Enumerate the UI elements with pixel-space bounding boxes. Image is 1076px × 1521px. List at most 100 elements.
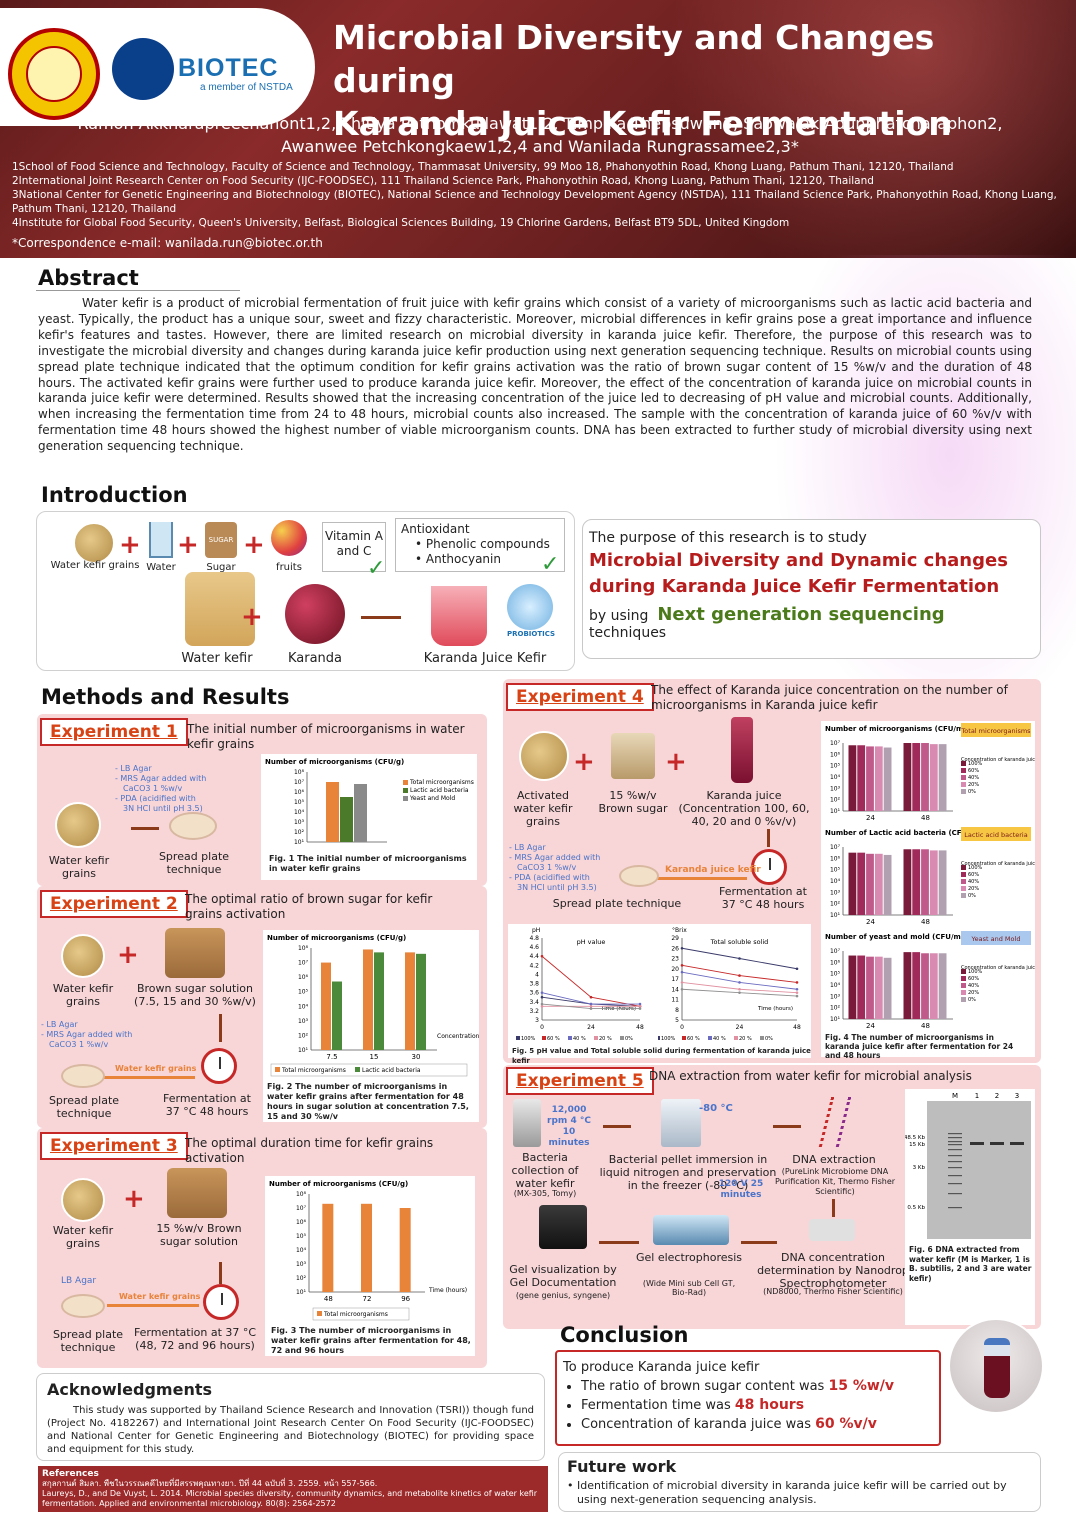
bar xyxy=(322,1203,334,1292)
data-point xyxy=(638,1007,642,1010)
legend-label: 40% xyxy=(968,879,979,885)
reference-1: สกุลกานต์ สิมลา. พืชในวรรณคดีไทยที่มีสรร… xyxy=(42,1479,378,1488)
dna-band xyxy=(970,1142,984,1145)
bar xyxy=(938,850,947,915)
y-tick-label: 10⁷ xyxy=(830,844,841,851)
y-tick-label: 10³ xyxy=(296,1261,307,1268)
y-tick-label: 20 xyxy=(671,966,679,973)
legend-label: Total microorganisms xyxy=(281,1067,346,1074)
arrow-icon xyxy=(741,1241,777,1244)
arrow-icon xyxy=(599,1241,639,1244)
y-tick-label: 10² xyxy=(830,1005,841,1012)
affiliation-2: 2International Joint Research Center on … xyxy=(12,175,874,187)
juice-glass-image xyxy=(431,586,487,646)
legend-label: 20% xyxy=(968,990,979,996)
ingredient-fruits: fruits xyxy=(276,562,302,573)
legend-label: 0% xyxy=(968,789,976,795)
bar xyxy=(938,953,947,1019)
bar xyxy=(912,849,921,915)
x-tick-label: 0 xyxy=(540,1024,544,1031)
header-sheen xyxy=(556,0,1076,258)
y-tick-label: 10⁷ xyxy=(830,740,841,747)
y-tick-label: 10² xyxy=(830,901,841,908)
y-tick-label: 10⁷ xyxy=(296,1205,307,1212)
y-tick-label: 10⁵ xyxy=(294,799,305,806)
marker-band xyxy=(948,1141,962,1143)
affiliation-4: 4Institute for Global Food Security, Que… xyxy=(12,217,790,229)
affiliations: 1School of Food Science and Technology, … xyxy=(12,160,1068,230)
dna-helix-decoration xyxy=(760,255,1076,755)
check-icon: ✓ xyxy=(367,556,386,581)
chart-badge-bg xyxy=(961,723,1031,737)
x-tick-label: 48 xyxy=(921,814,930,822)
x-tick-label: 24 xyxy=(866,814,875,822)
bar xyxy=(848,852,857,915)
experiment-3-spread-label: Spread plate technique xyxy=(52,1328,124,1354)
arrow-icon xyxy=(767,829,770,847)
legend-label: Lactic acid bacteria xyxy=(410,787,469,794)
experiment-4-sugar-label: 15 %w/v Brown sugar xyxy=(598,789,668,815)
legend-swatch xyxy=(516,1036,520,1040)
step-bacteria-collection: Bacteria collection of water kefir xyxy=(511,1151,579,1190)
chart-title: Number of microorganisms (CFU/g) xyxy=(269,1180,408,1188)
data-point xyxy=(795,987,799,991)
plus-icon: + xyxy=(243,530,265,560)
experiment-4-panel: Experiment 4 The effect of Karanda juice… xyxy=(503,679,1041,1065)
y-tick-label: 10⁴ xyxy=(830,982,841,989)
data-point xyxy=(795,981,799,984)
legend-label: 60% xyxy=(968,976,979,982)
legend-swatch xyxy=(403,796,408,801)
conclusion-item: The ratio of brown sugar content was 15 … xyxy=(581,1378,933,1394)
legend-swatch xyxy=(961,789,966,794)
chart-badge-bg xyxy=(961,827,1031,841)
legend-label: 40% xyxy=(968,983,979,989)
y-tick-label: 10² xyxy=(298,1032,309,1039)
y-tick-label: 4 xyxy=(535,971,539,978)
dna-band xyxy=(990,1142,1004,1145)
legend-label: 60% xyxy=(968,872,979,878)
brown-sugar-image xyxy=(167,1168,227,1218)
y-tick-label: 23 xyxy=(671,956,679,963)
biotec-logo-icon xyxy=(112,38,174,100)
x-tick-label: 48 xyxy=(921,918,930,926)
conclusion-item: Concentration of karanda juice was 60 %v… xyxy=(581,1416,933,1432)
legend-label: 100% xyxy=(661,1036,676,1042)
data-point xyxy=(680,970,684,974)
legend-swatch xyxy=(542,1036,546,1040)
plus-icon: + xyxy=(123,1184,145,1214)
legend-swatch xyxy=(594,1036,598,1040)
electrophoresis-image xyxy=(653,1215,729,1245)
kefir-grains-image xyxy=(61,1178,105,1222)
bar xyxy=(405,952,415,1050)
ingredient-kefir-grains: Water kefir grains xyxy=(50,560,140,571)
data-point xyxy=(738,981,741,984)
legend-label: Total microorganisms xyxy=(323,1311,388,1318)
petri-dish-icon xyxy=(169,812,217,840)
experiment-3-ferment-label: Fermentation at 37 °C (48, 72 and 96 hou… xyxy=(133,1326,257,1352)
step-dna-extraction: DNA extraction xyxy=(792,1153,876,1166)
arrow-icon xyxy=(832,1199,835,1217)
y-tick-label: 10³ xyxy=(830,993,841,1000)
y-axis-label: pH xyxy=(532,927,540,934)
legend-title: Concentration of karanda juice (%v/v) xyxy=(961,861,1035,867)
introduction-diagram: Water kefir grains + Water + SUGAR Sugar… xyxy=(36,511,575,671)
experiment-3-sugar-label: 15 %w/v Brown sugar solution xyxy=(156,1222,242,1248)
data-point xyxy=(540,954,544,958)
legend-label: 100% xyxy=(968,969,983,975)
figure-5-caption: Fig. 5 pH value and Total soluble solid … xyxy=(512,1047,811,1065)
figure-2-chart: Number of microorganisms (CFU/g)10¹10²10… xyxy=(267,934,554,1077)
y-tick-label: 10¹ xyxy=(830,1016,841,1023)
data-point xyxy=(540,991,544,994)
y-tick-label: 11 xyxy=(671,997,679,1004)
legend-title: Concentration of karanda juice (%v/v) xyxy=(961,965,1035,971)
karanda-label: Karanda xyxy=(287,651,343,666)
figure-6-caption: Fig. 6 DNA extracted from water kefir (M… xyxy=(909,1245,1032,1283)
ingredient-water: Water xyxy=(146,562,176,573)
data-point xyxy=(680,987,684,991)
authors: Ramon Akkharapreechanont1,2, Thitiya Pat… xyxy=(20,112,1060,158)
bar xyxy=(903,849,912,915)
legend-label: 20 % xyxy=(599,1036,612,1042)
legend-swatch xyxy=(961,886,966,891)
kefir-bottle-image xyxy=(948,1318,1044,1414)
